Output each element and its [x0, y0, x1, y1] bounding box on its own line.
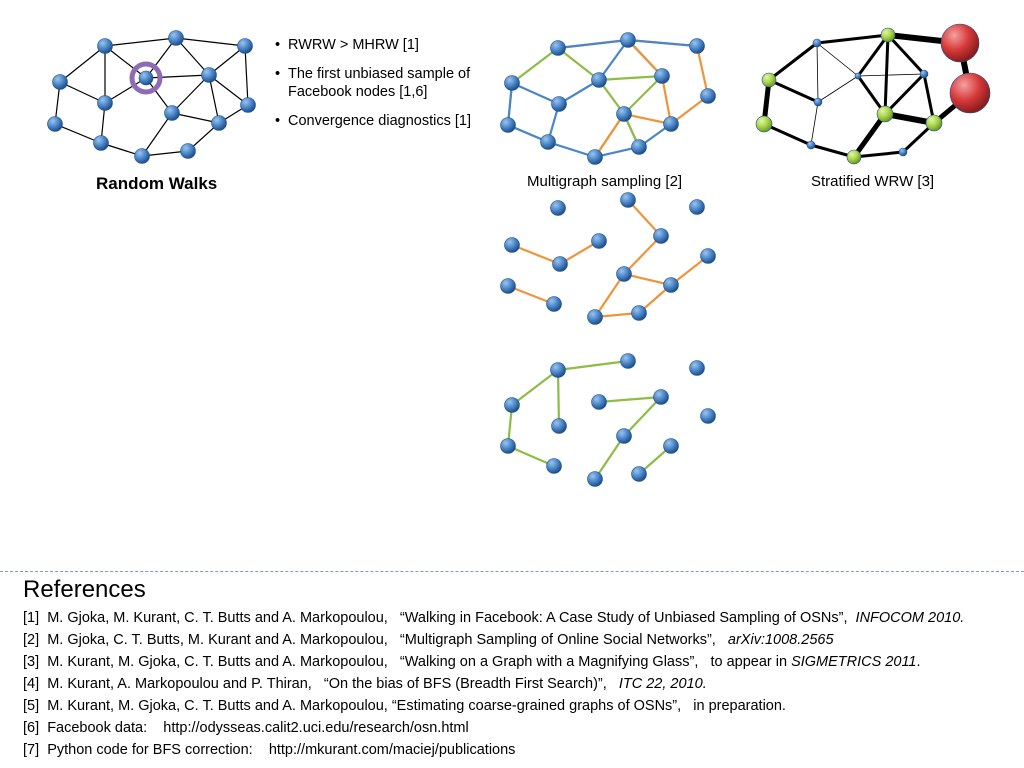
graph-node: [550, 40, 566, 56]
caption-random-walks: Random Walks: [96, 174, 218, 193]
graph-node: [925, 114, 943, 132]
random-walks-graph: [47, 30, 256, 164]
graph-node: [663, 116, 679, 132]
graph-node: [591, 394, 607, 410]
reference-item: [5] M. Kurant, M. Gjoka, C. T. Butts and…: [23, 698, 786, 714]
graph-node: [180, 143, 196, 159]
graph-node: [919, 69, 929, 79]
graph-node: [631, 466, 647, 482]
graph-node: [47, 116, 63, 132]
multigraph-sampling-graph: [500, 32, 716, 165]
graph-node: [755, 115, 773, 133]
graph-node: [52, 74, 68, 90]
graph-node: [854, 72, 862, 80]
caption-multigraph: Multigraph sampling [2]: [527, 173, 683, 190]
reference-item: [4] M. Kurant, A. Markopoulou and P. Thi…: [23, 676, 707, 692]
graph-node: [504, 237, 520, 253]
graph-node: [616, 266, 632, 282]
graph-node: [546, 296, 562, 312]
bullet-item: The first unbiased sample of Facebook no…: [275, 65, 505, 101]
graph-node: [138, 70, 154, 86]
graph-node: [663, 438, 679, 454]
graph-node: [500, 438, 516, 454]
graph-node: [689, 38, 705, 54]
graph-node: [949, 72, 991, 114]
graph-node: [700, 248, 716, 264]
graph-node: [591, 72, 607, 88]
bullet-list: RWRW > MHRW [1] The first unbiased sampl…: [275, 36, 505, 141]
graph-node: [653, 389, 669, 405]
graph-node: [620, 192, 636, 208]
reference-item: [2] M. Gjoka, C. T. Butts, M. Kurant and…: [23, 632, 834, 648]
graph-node: [93, 135, 109, 151]
references-list: [1] M. Gjoka, M. Kurant, C. T. Butts and…: [23, 607, 964, 761]
graph-node: [689, 360, 705, 376]
caption-stratified: Stratified WRW [3]: [811, 173, 935, 190]
graph-node: [876, 105, 894, 123]
graph-node: [653, 228, 669, 244]
graph-node: [201, 67, 217, 83]
graph-node: [168, 30, 184, 46]
graph-node: [97, 38, 113, 54]
graph-node: [587, 471, 603, 487]
graph-node: [546, 458, 562, 474]
reference-item: [3] M. Kurant, M. Gjoka, C. T. Butts and…: [23, 654, 921, 670]
graph-node: [761, 72, 777, 88]
graph-node: [550, 362, 566, 378]
graph-node: [134, 148, 150, 164]
reference-item: [1] M. Gjoka, M. Kurant, C. T. Butts and…: [23, 610, 965, 626]
graph-node: [700, 88, 716, 104]
graph-node: [591, 233, 607, 249]
graph-node: [898, 147, 908, 157]
graph-node: [97, 95, 113, 111]
orange-subgraph: [500, 192, 716, 325]
graph-node: [940, 23, 980, 63]
graph-node: [620, 32, 636, 48]
graph-node: [654, 68, 670, 84]
stratified-wrw-graph: [755, 23, 991, 165]
graph-node: [631, 305, 647, 321]
graph-node: [631, 139, 647, 155]
graph-node: [540, 134, 556, 150]
graph-node: [211, 115, 227, 131]
graph-node: [551, 96, 567, 112]
graph-node: [504, 397, 520, 413]
graph-node: [550, 200, 566, 216]
references-title: References: [23, 576, 146, 603]
graph-node: [880, 27, 896, 43]
bullet-item: Convergence diagnostics [1]: [275, 112, 505, 130]
graph-node: [620, 353, 636, 369]
graph-node: [240, 97, 256, 113]
graph-node: [587, 309, 603, 325]
graph-node: [164, 105, 180, 121]
graph-node: [689, 199, 705, 215]
reference-item: [7] Python code for BFS correction: http…: [23, 742, 516, 758]
graph-node: [700, 408, 716, 424]
graph-node: [500, 278, 516, 294]
graph-node: [504, 75, 520, 91]
graph-node: [616, 428, 632, 444]
graph-node: [551, 418, 567, 434]
highlight-ring: [129, 61, 163, 95]
green-subgraph: [500, 353, 716, 487]
graph-node: [806, 140, 816, 150]
graph-node: [813, 97, 823, 107]
graph-node: [552, 256, 568, 272]
graph-node: [663, 277, 679, 293]
graph-node: [812, 38, 822, 48]
graph-node: [587, 149, 603, 165]
graph-node: [616, 106, 632, 122]
bullet-item: RWRW > MHRW [1]: [275, 36, 505, 54]
graph-node: [237, 38, 253, 54]
reference-item: [6] Facebook data: http://odysseas.calit…: [23, 720, 469, 736]
section-divider: [0, 571, 1024, 572]
graph-node: [846, 149, 862, 165]
